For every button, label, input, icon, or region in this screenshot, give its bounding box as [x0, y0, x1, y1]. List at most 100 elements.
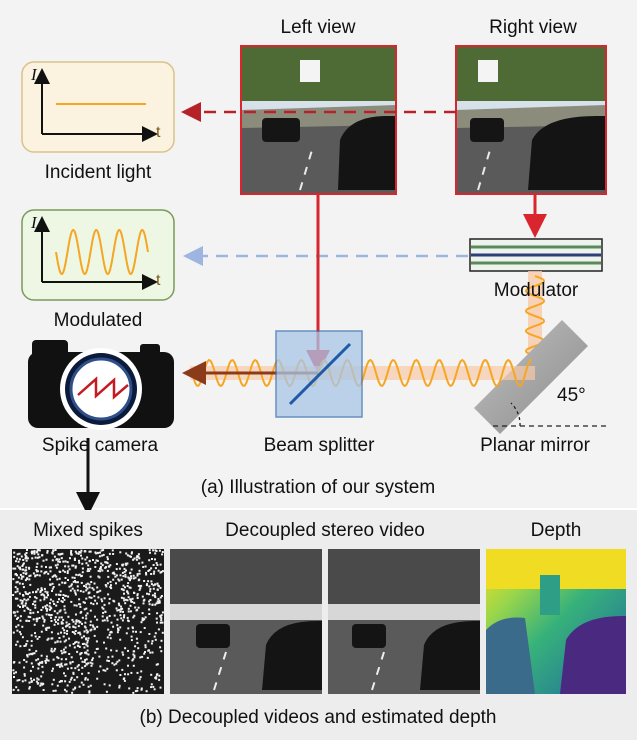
spike-dot: [19, 615, 22, 618]
spike-dot: [62, 618, 65, 621]
spike-dot: [86, 649, 89, 652]
spike-dot: [84, 677, 87, 679]
spike-dot: [80, 636, 83, 639]
spike-dot: [141, 612, 144, 615]
spike-dot: [136, 641, 139, 644]
spike-dot: [96, 677, 99, 680]
spike-dot: [48, 613, 50, 616]
spike-dot: [105, 690, 108, 693]
spike-dot: [124, 647, 127, 650]
spike-dot: [147, 570, 150, 572]
spike-dot: [154, 583, 157, 586]
spike-dot: [94, 651, 97, 654]
spike-dot: [76, 589, 79, 592]
spike-dot: [155, 676, 158, 679]
spike-dot: [151, 603, 154, 606]
spike-dot: [109, 631, 112, 634]
spike-dot: [56, 563, 59, 566]
spike-dot: [83, 550, 86, 553]
spike-dot: [127, 673, 130, 676]
spike-dot: [18, 582, 21, 585]
spike-dot: [54, 616, 57, 619]
spike-dot: [130, 635, 133, 638]
spike-dot: [45, 658, 48, 661]
spike-dot: [65, 658, 68, 661]
spike-dot: [15, 643, 18, 646]
spike-dot: [74, 591, 77, 594]
spike-dot: [86, 582, 89, 585]
spike-dot: [61, 552, 64, 555]
spike-dot: [127, 607, 130, 610]
spike-dot: [78, 685, 81, 688]
spike-dot: [57, 632, 60, 635]
spike-dot: [151, 640, 154, 643]
spike-dot: [159, 596, 162, 599]
spike-dot: [48, 608, 51, 611]
spike-dot: [160, 650, 163, 653]
spike-dot: [60, 649, 63, 652]
spike-dot: [18, 558, 21, 561]
spike-dot: [24, 679, 27, 682]
spike-dot: [63, 629, 66, 632]
spike-dot: [148, 559, 151, 562]
spike-dot: [66, 684, 69, 687]
spike-dot: [157, 602, 160, 604]
spike-dot: [130, 671, 133, 674]
spike-dot: [60, 622, 63, 625]
spike-dot: [150, 642, 153, 645]
spike-dot: [120, 617, 123, 620]
spike-dot: [33, 551, 36, 554]
spike-dot: [24, 579, 27, 582]
spike-dot: [100, 549, 103, 552]
spike-dot: [146, 656, 149, 659]
spike-dot: [85, 562, 88, 565]
spike-dot: [58, 616, 61, 619]
spike-dot: [45, 629, 48, 631]
spike-dot: [131, 600, 134, 603]
spike-dot: [30, 644, 33, 647]
spike-dot: [53, 555, 56, 558]
spike-dot: [68, 680, 71, 683]
spike-dot: [33, 600, 36, 603]
spike-dot: [106, 582, 109, 585]
spike-dot: [12, 567, 15, 570]
spike-dot: [25, 619, 28, 622]
spike-dot: [133, 601, 136, 604]
spike-dot: [21, 636, 24, 639]
spike-dot: [118, 567, 121, 570]
spike-dot: [77, 664, 80, 667]
spike-dot: [74, 626, 77, 629]
spike-dot: [134, 645, 137, 648]
spike-dot: [102, 549, 105, 552]
spike-dot: [96, 559, 99, 562]
spike-dot: [54, 564, 57, 567]
spike-dot: [73, 678, 76, 681]
caption-b: (b) Decoupled videos and estimated depth: [139, 707, 497, 728]
spike-dot: [86, 630, 89, 633]
spike-camera-label: Spike camera: [41, 435, 159, 456]
spike-dot: [143, 598, 146, 601]
spike-dot: [127, 610, 130, 613]
spike-dot: [51, 587, 54, 590]
spike-dot: [130, 552, 133, 555]
spike-dot: [57, 663, 60, 666]
spike-dot: [75, 613, 77, 616]
spike-dot: [74, 566, 77, 569]
spike-dot: [154, 558, 156, 561]
spike-dot: [115, 568, 118, 571]
spike-dot: [57, 593, 60, 596]
spike-dot: [58, 680, 61, 683]
spike-dot: [51, 637, 54, 640]
spike-dot: [106, 619, 109, 622]
spike-dot: [29, 616, 32, 619]
spike-dot: [157, 569, 160, 572]
spike-dot: [46, 659, 48, 662]
spike-dot: [103, 683, 106, 686]
spike-dot: [79, 551, 82, 554]
spike-dot: [99, 665, 102, 668]
spike-dot: [89, 575, 92, 578]
spike-dot: [24, 572, 27, 575]
spike-dot: [36, 550, 39, 553]
spike-dot: [41, 660, 44, 663]
spike-dot: [143, 580, 146, 582]
